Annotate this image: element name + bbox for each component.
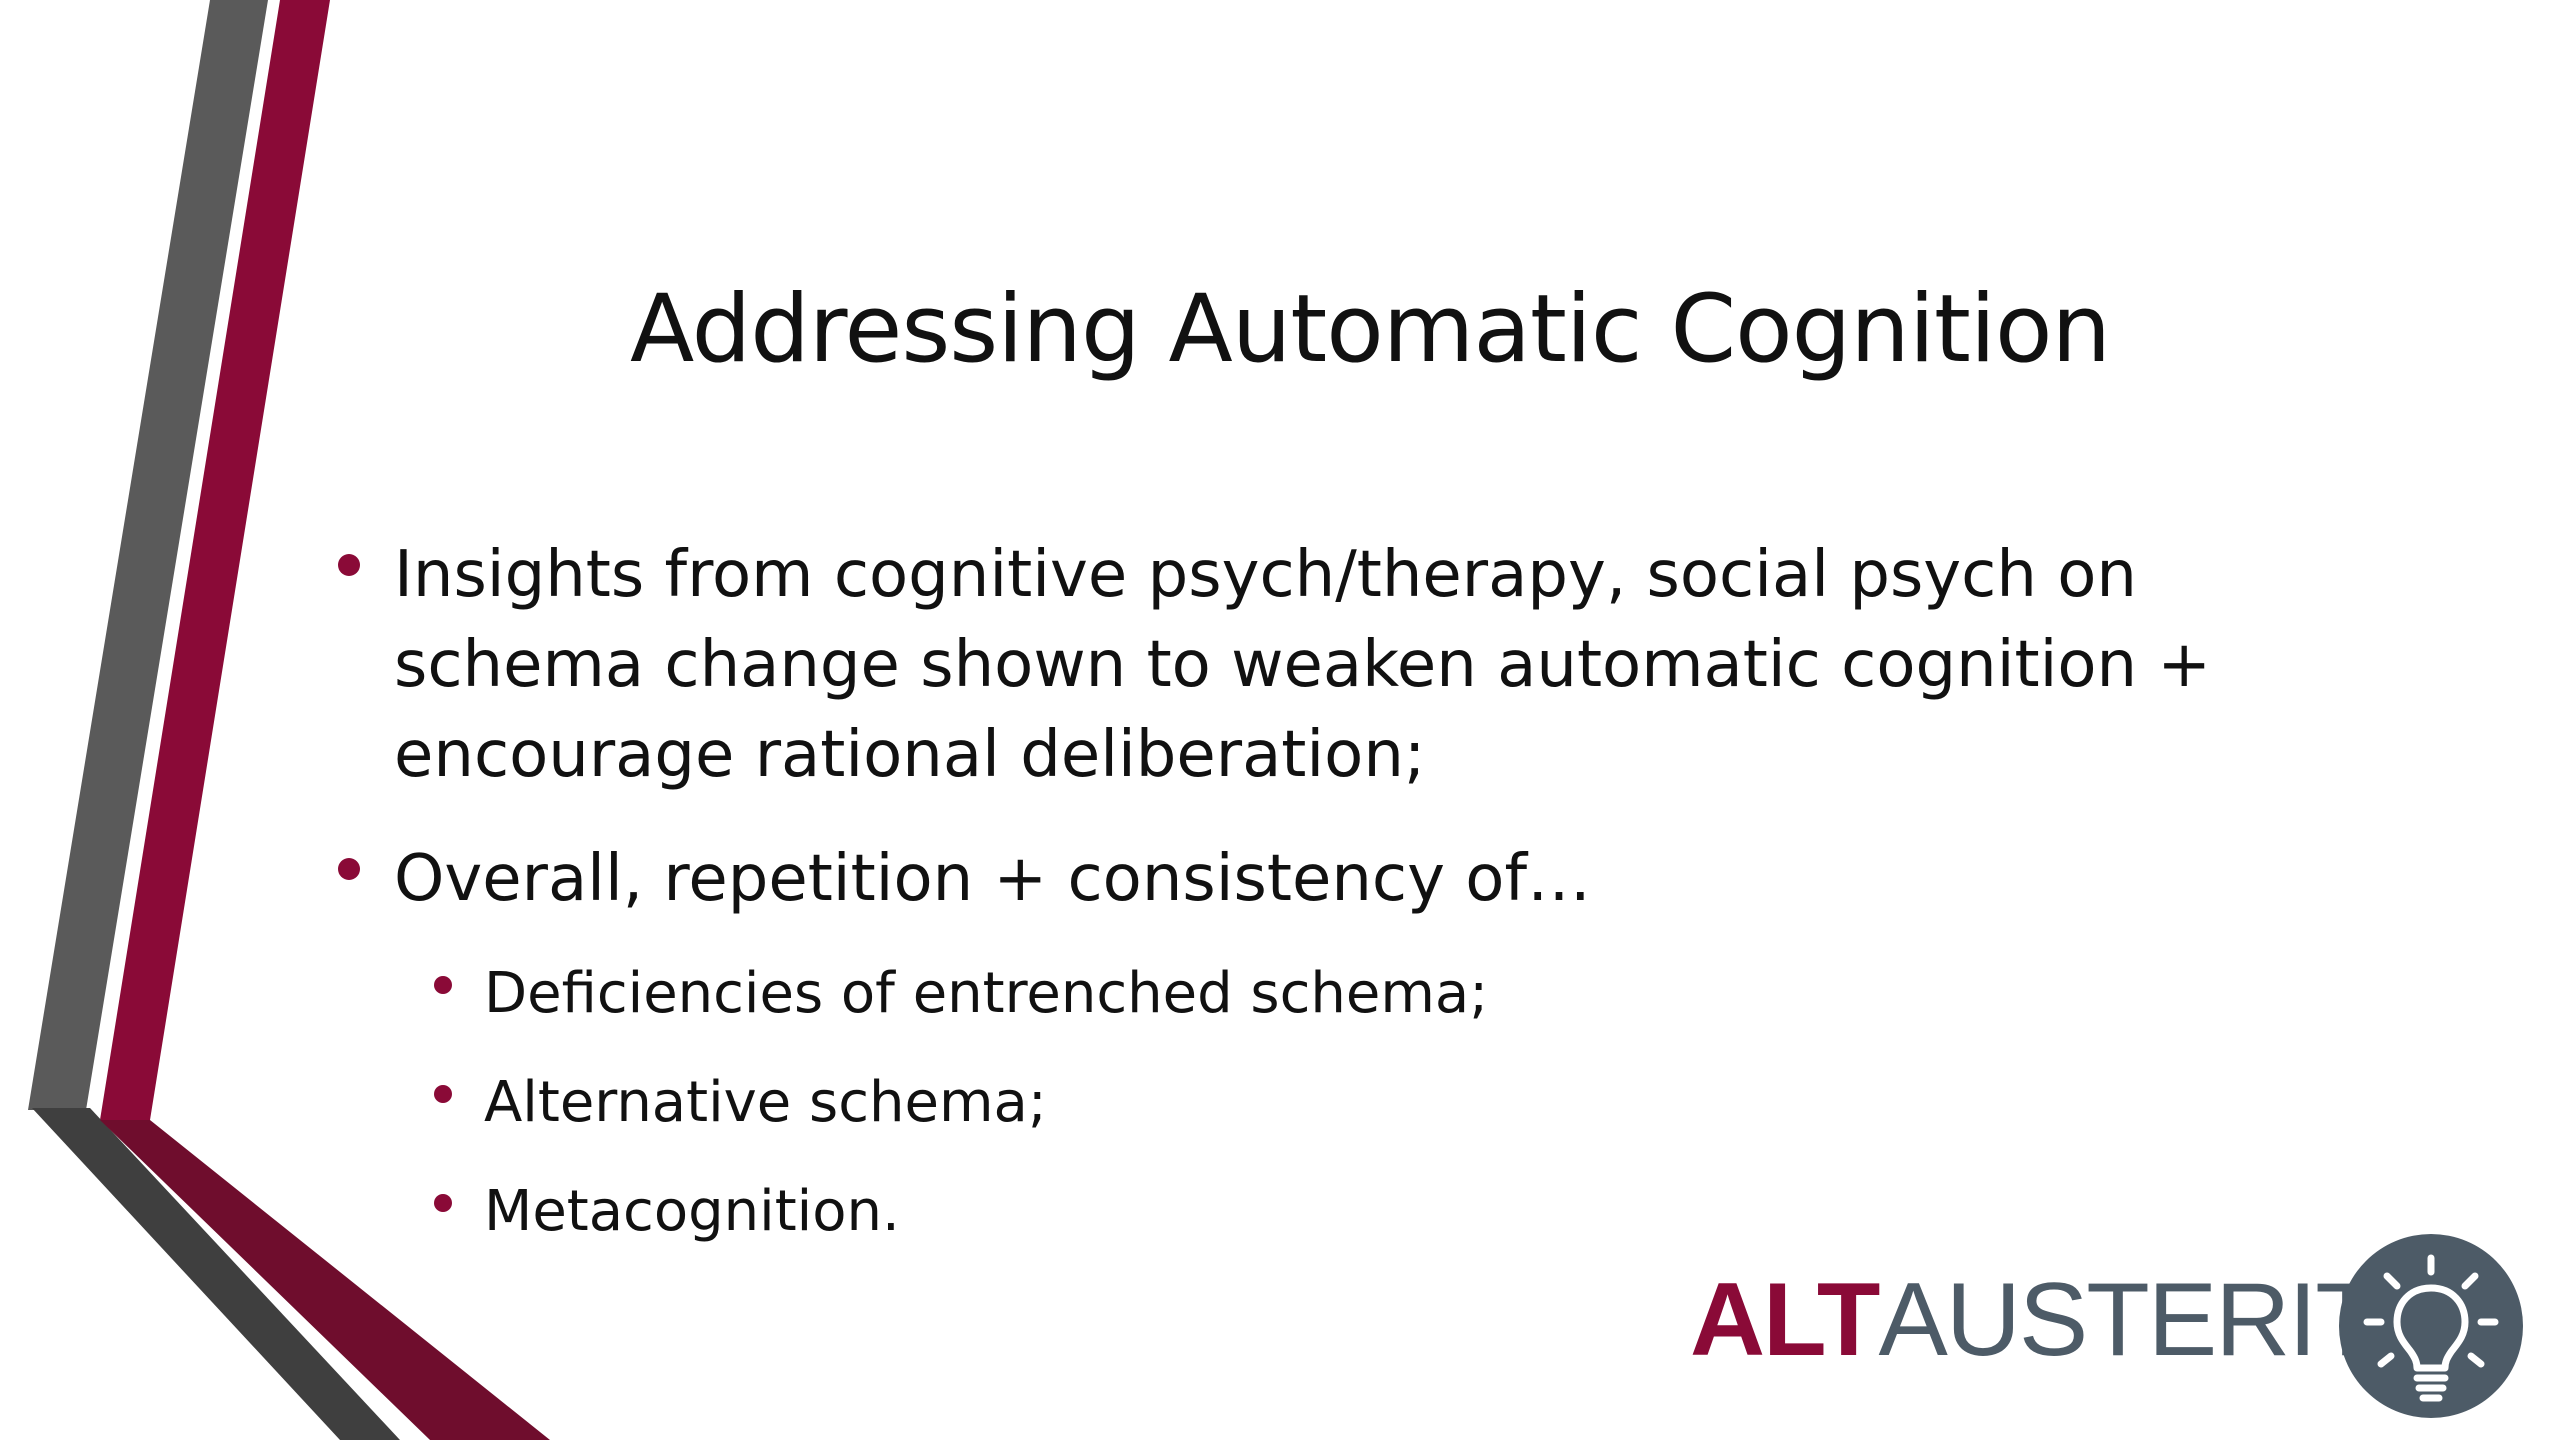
gray-stripe-lower xyxy=(32,1108,400,1440)
slide-content: Insights from cognitive psych/therapy, s… xyxy=(330,530,2390,1285)
slide-title: Addressing Automatic Cognition xyxy=(629,275,2111,384)
subbullet-item: Metacognition. xyxy=(426,1176,2390,1248)
red-stripe-lower xyxy=(100,1120,550,1440)
bullet-item: Overall, repetition + consistency of… xyxy=(330,834,2390,924)
bullet-text: Overall, repetition + consistency of… xyxy=(394,842,1591,916)
subbullet-text: Alternative schema; xyxy=(484,1070,1047,1135)
subbullet-dot-icon xyxy=(434,976,452,994)
subbullet-item: Alternative schema; xyxy=(426,1067,2390,1139)
bullet-text: Insights from cognitive psych/therapy, s… xyxy=(394,538,2212,792)
subbullet-text: Metacognition. xyxy=(484,1179,900,1244)
gray-stripe-upper xyxy=(28,0,268,1110)
subbullet-dot-icon xyxy=(434,1194,452,1212)
subbullet-dot-icon xyxy=(434,1085,452,1103)
red-stripe-upper xyxy=(100,0,330,1120)
lightbulb-icon xyxy=(2339,1234,2523,1418)
subbullet-item: Deficiencies of entrenched schema; xyxy=(426,958,2390,1030)
bullet-item: Insights from cognitive psych/therapy, s… xyxy=(330,530,2390,800)
logo-alt-text: ALT xyxy=(1690,1262,1880,1378)
bullet-dot-icon xyxy=(338,554,360,576)
bullet-dot-icon xyxy=(338,858,360,880)
subbullet-text: Deficiencies of entrenched schema; xyxy=(484,961,1489,1026)
